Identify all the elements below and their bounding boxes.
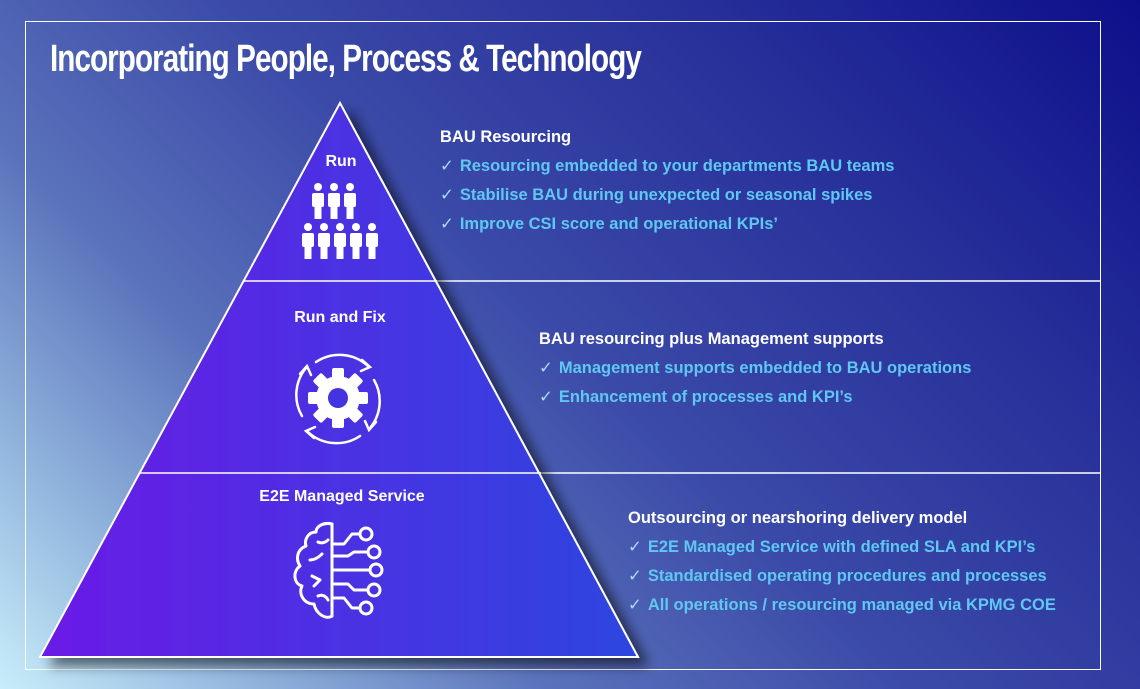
check-icon: ✓ xyxy=(628,538,642,556)
description-bullet: ✓E2E Managed Service with defined SLA an… xyxy=(628,538,1036,556)
tier-description-run-and-fix: BAU resourcing plus Management supports … xyxy=(539,330,971,416)
description-bullet: ✓Standardised operating procedures and p… xyxy=(628,567,1047,585)
check-icon: ✓ xyxy=(440,157,454,175)
check-icon: ✓ xyxy=(628,596,642,614)
slide-title: Incorporating People, Process & Technolo… xyxy=(50,38,642,80)
slide-frame xyxy=(25,21,1101,670)
check-icon: ✓ xyxy=(539,388,553,406)
check-icon: ✓ xyxy=(539,359,553,377)
description-bullet: ✓All operations / resourcing managed via… xyxy=(628,596,1056,614)
description-heading: BAU resourcing plus Management supports xyxy=(539,330,884,348)
tier-label-e2e-managed-service: E2E Managed Service xyxy=(259,488,425,505)
description-heading: BAU Resourcing xyxy=(440,128,572,146)
brain-circuit-icon xyxy=(293,522,384,619)
description-bullet: ✓Management supports embedded to BAU ope… xyxy=(539,359,972,377)
tier-description-e2e-managed-service: Outsourcing or nearshoring delivery mode… xyxy=(628,509,1056,624)
description-bullet: ✓Stabilise BAU during unexpected or seas… xyxy=(440,186,873,204)
check-icon: ✓ xyxy=(440,186,454,204)
tier-label-run-and-fix: Run and Fix xyxy=(294,309,386,326)
description-bullet: ✓Improve CSI score and operational KPIs’ xyxy=(440,215,779,233)
people-group-icon xyxy=(302,183,378,259)
gear-cycle-icon xyxy=(295,353,381,445)
description-bullet: ✓Enhancement of processes and KPI’s xyxy=(539,388,853,406)
tier-description-run: BAU Resourcing ✓Resourcing embedded to y… xyxy=(440,128,894,243)
description-heading: Outsourcing or nearshoring delivery mode… xyxy=(628,509,968,527)
tier-label-run: Run xyxy=(325,153,357,170)
check-icon: ✓ xyxy=(440,215,454,233)
check-icon: ✓ xyxy=(628,567,642,585)
description-bullet: ✓Resourcing embedded to your departments… xyxy=(440,157,895,175)
